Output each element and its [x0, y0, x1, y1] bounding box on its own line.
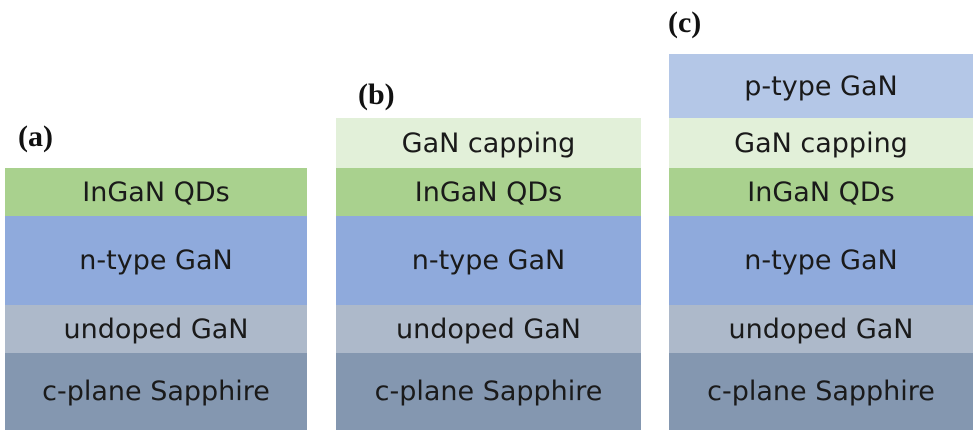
panel-b-label: (b)	[358, 78, 395, 111]
layer-label: GaN capping	[401, 127, 576, 159]
panel-a-label: (a)	[18, 120, 53, 153]
layer-label: c-plane Sapphire	[42, 376, 270, 407]
layer-label: InGaN QDs	[747, 176, 895, 208]
layer-label: undoped GaN	[728, 313, 914, 345]
layer-undoped-gan: undoped GaN	[669, 305, 973, 353]
layer-label: InGaN QDs	[414, 176, 563, 208]
layer-undoped-gan: undoped GaN	[5, 305, 307, 353]
layer-label: n-type GaN	[411, 245, 566, 276]
layer-label: undoped GaN	[63, 313, 249, 345]
layer-ingan-qds: InGaN QDs	[336, 168, 641, 216]
layer-n-type-gan: n-type GaN	[336, 216, 641, 305]
layer-n-type-gan: n-type GaN	[5, 216, 307, 305]
layer-n-type-gan: n-type GaN	[669, 216, 973, 305]
layer-gan-capping: GaN capping	[336, 118, 641, 168]
layer-label: undoped GaN	[395, 313, 582, 345]
layer-c-plane-sapphire: c-plane Sapphire	[669, 353, 973, 430]
panel-c-stack: p-type GaN GaN capping InGaN QDs n-type …	[669, 54, 973, 430]
layer-label: GaN capping	[734, 127, 908, 159]
layer-ingan-qds: InGaN QDs	[669, 168, 973, 216]
layer-c-plane-sapphire: c-plane Sapphire	[336, 353, 641, 430]
layer-p-type-gan: p-type GaN	[669, 54, 973, 118]
layer-undoped-gan: undoped GaN	[336, 305, 641, 353]
panel-c-label: (c)	[668, 6, 702, 39]
layer-label: c-plane Sapphire	[707, 376, 935, 407]
layer-label: c-plane Sapphire	[374, 376, 603, 407]
layer-gan-capping: GaN capping	[669, 118, 973, 168]
layer-label: n-type GaN	[79, 245, 233, 276]
layer-label: p-type GaN	[744, 70, 898, 102]
panel-a-stack: InGaN QDs n-type GaN undoped GaN c-plane…	[5, 168, 307, 430]
panel-b-stack: GaN capping InGaN QDs n-type GaN undoped…	[336, 118, 641, 430]
layer-c-plane-sapphire: c-plane Sapphire	[5, 353, 307, 430]
layer-label: n-type GaN	[744, 245, 898, 276]
layer-label: InGaN QDs	[82, 176, 230, 208]
layer-ingan-qds: InGaN QDs	[5, 168, 307, 216]
